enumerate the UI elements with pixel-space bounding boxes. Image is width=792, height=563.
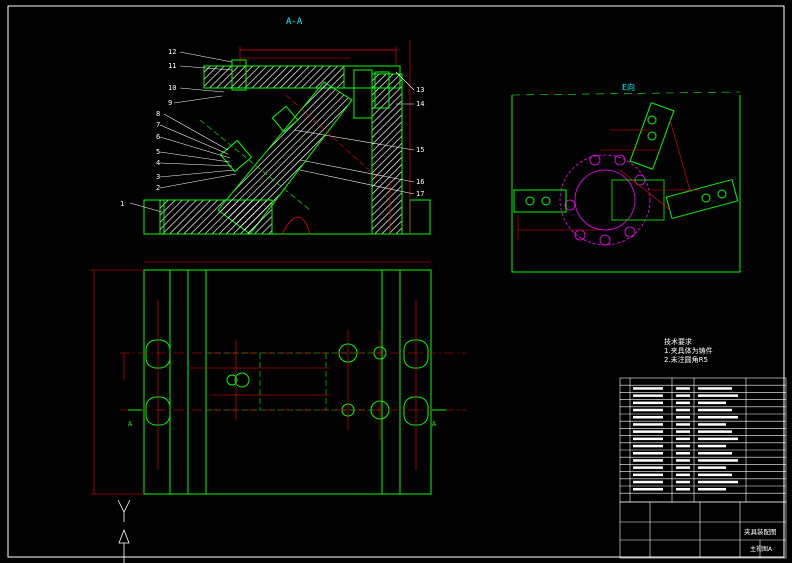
balloon-13: 13 (416, 86, 424, 94)
balloon-4: 4 (156, 159, 160, 167)
bom-cell-text (633, 466, 663, 469)
balloon-14: 14 (416, 100, 424, 108)
bom-cell-text (698, 437, 738, 441)
bom-cell-text (698, 466, 726, 469)
bom-cell-text (676, 459, 690, 462)
balloon-5: 5 (156, 148, 160, 156)
plan-view: A A (90, 261, 466, 495)
bom-cell-text (676, 488, 690, 491)
bom-cell-text (633, 423, 663, 426)
view-direction-arrow (117, 499, 131, 563)
balloon-9: 9 (168, 99, 172, 107)
section-view-label: A-A (286, 17, 303, 27)
balloon-15: 15 (416, 146, 424, 154)
bom-cell-text (633, 488, 663, 491)
detail-view-label: E向 (622, 82, 635, 92)
bom-cell-text (676, 401, 690, 405)
bom-cell-text (698, 423, 726, 426)
bom-cell-text (676, 408, 690, 412)
bom-cell-text (676, 387, 690, 390)
bom-cell-text (698, 387, 732, 390)
balloon-12: 12 (168, 48, 176, 56)
bom-cell-text (633, 394, 663, 397)
bom-cell-text (698, 452, 732, 455)
balloon-11: 11 (168, 62, 176, 70)
bom-cell-text (676, 394, 690, 397)
bom-cell-text (633, 444, 663, 448)
tech-req-item-1: 1.夹具体为铸件 (664, 346, 713, 355)
bom-cell-text (676, 437, 690, 441)
bom-cell-text (633, 452, 663, 455)
bom-cell-text (633, 408, 663, 412)
section-view-a-a: A-A (120, 17, 431, 235)
balloon-8: 8 (156, 110, 160, 118)
tech-req-item-2: 2.未注圆角R5 (664, 355, 708, 364)
balloon-17: 17 (416, 190, 424, 198)
bom-cell-text (698, 459, 738, 462)
drawing-name: 夹具装配图 (744, 527, 777, 536)
bom-cell-text (676, 452, 690, 455)
section-cut-label-left: A (128, 420, 133, 428)
bom-cell-text (633, 430, 663, 433)
bom-cell-text (698, 480, 738, 484)
bom-cell-text (633, 473, 663, 477)
bom-cell-text (676, 416, 690, 419)
detail-view-e: E向 (511, 82, 741, 273)
balloon-2: 2 (156, 184, 160, 192)
bom-cell-text (698, 394, 738, 397)
bom-cell-text (633, 437, 663, 441)
bom-cell-text (698, 430, 732, 433)
balloon-6: 6 (156, 133, 160, 141)
bom-cell-text (698, 401, 726, 405)
title-block (619, 501, 787, 559)
bom-cell-text (633, 401, 663, 405)
bom-cell-text (633, 416, 663, 419)
bom-cell-text (698, 444, 726, 448)
drawing-border (7, 5, 785, 558)
bom-cell-text (633, 480, 663, 484)
bom-cell-text (633, 387, 663, 390)
balloon-16: 16 (416, 178, 424, 186)
bom-cell-text (676, 466, 690, 469)
bom-cell-text (698, 408, 732, 412)
bom-entries (633, 387, 738, 491)
bom-cell-text (676, 430, 690, 433)
section-cut-label-right: A (432, 420, 437, 428)
drawing-subtitle: 主视图A (750, 545, 773, 553)
bom-cell-text (698, 416, 738, 419)
bom-cell-text (698, 488, 726, 491)
bom-cell-text (633, 459, 663, 462)
balloon-1: 1 (120, 200, 124, 208)
bom-table (619, 377, 787, 503)
bom-cell-text (676, 444, 690, 448)
balloon-7: 7 (156, 121, 160, 129)
bom-cell-text (676, 480, 690, 484)
bom-cell-text (676, 423, 690, 426)
tech-req-title: 技术要求 (664, 337, 692, 346)
balloon-3: 3 (156, 173, 160, 181)
balloon-10: 10 (168, 84, 176, 92)
bom-cell-text (698, 473, 732, 477)
bom-cell-text (676, 473, 690, 477)
technical-requirements: 技术要求 1.夹具体为铸件 2.未注圆角R5 (664, 337, 713, 364)
